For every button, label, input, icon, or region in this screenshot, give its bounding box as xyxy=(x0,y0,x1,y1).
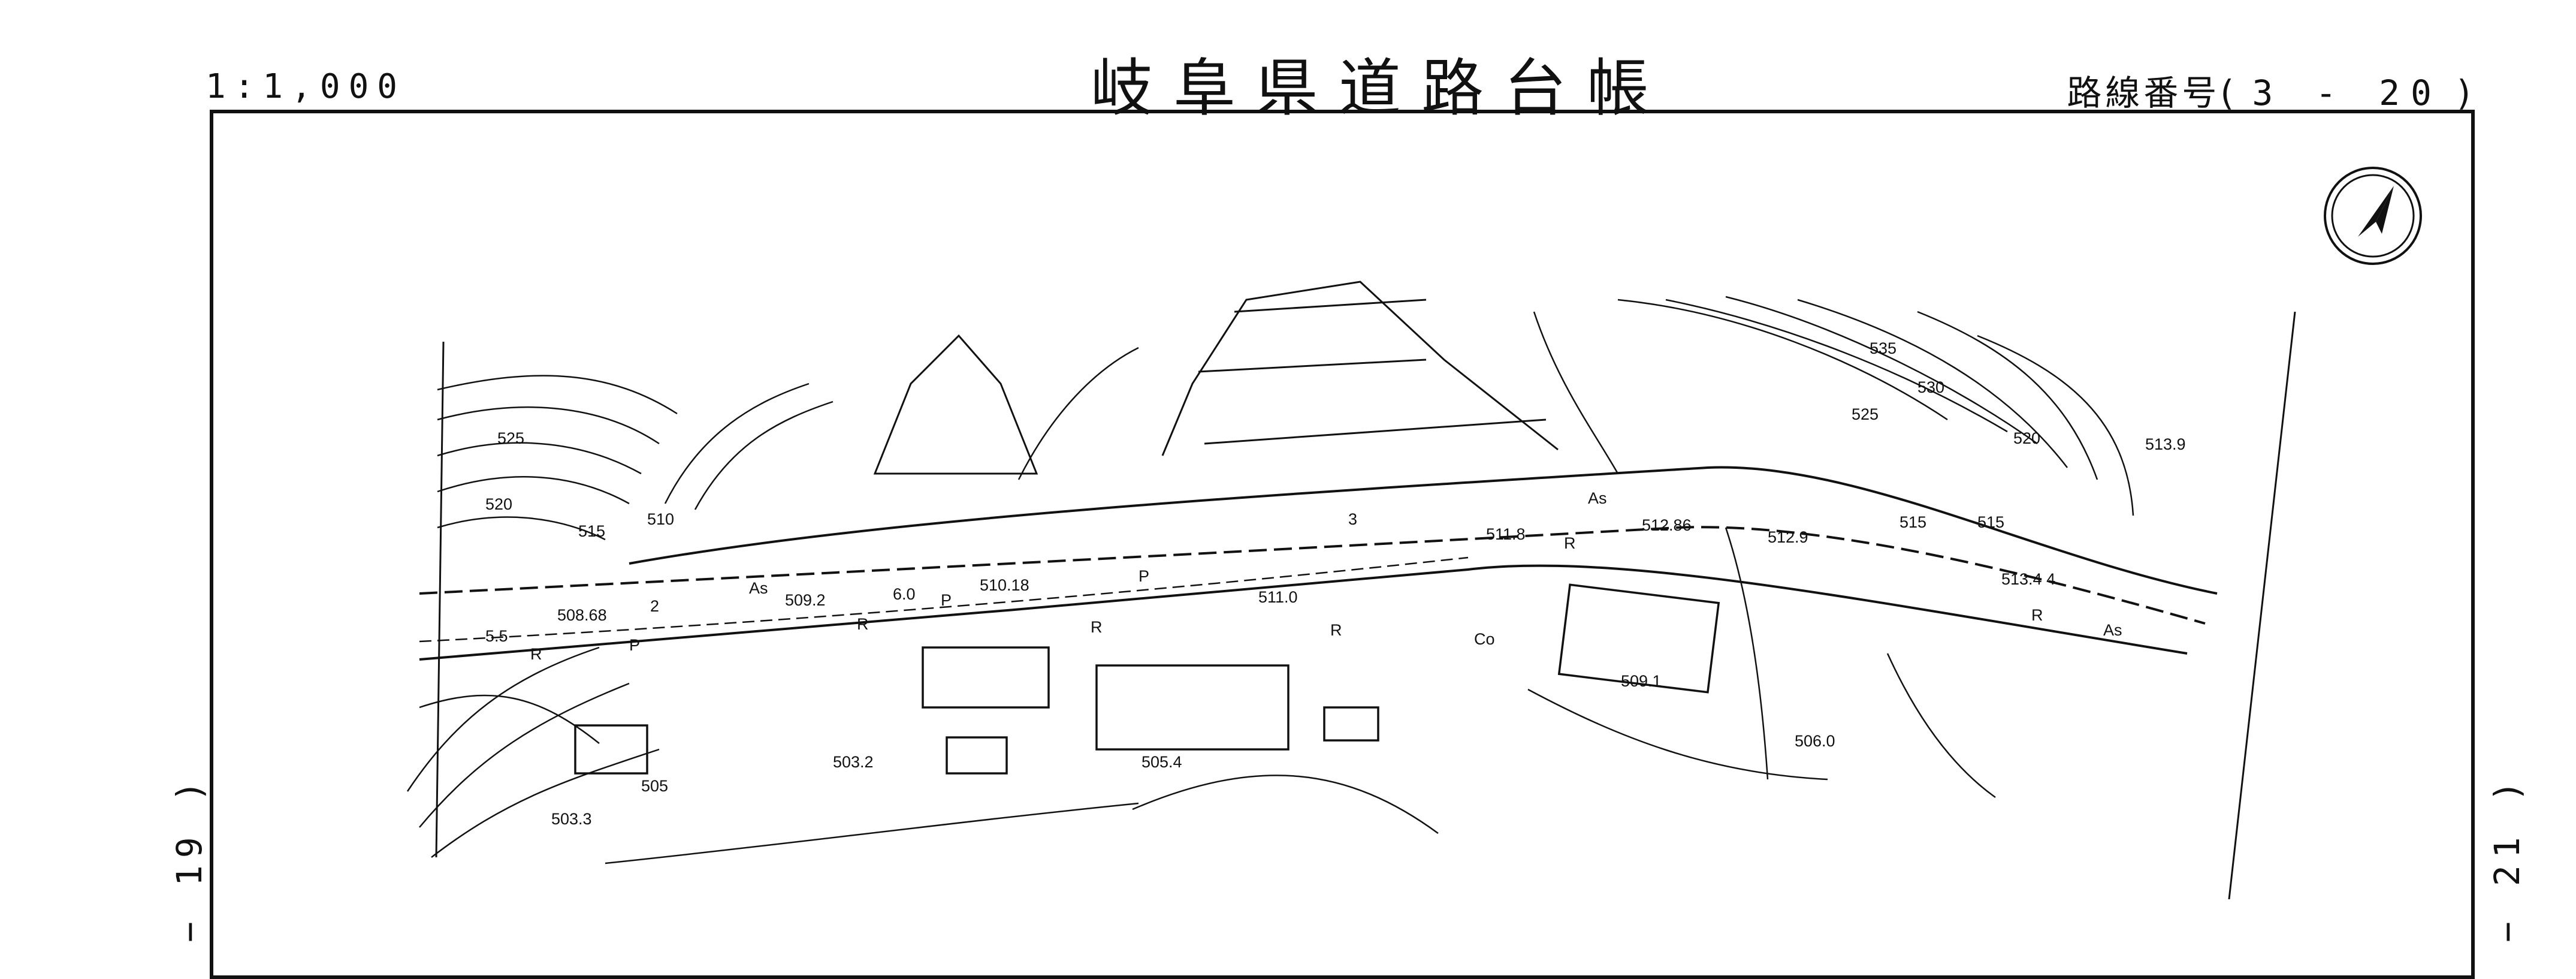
elevation-9: 509.1 xyxy=(1621,672,1662,690)
elevation-4: 511.8 xyxy=(1486,525,1526,543)
cut-slope-upper xyxy=(873,281,1559,475)
elevation-0: 508.68 xyxy=(557,606,607,624)
scale-label: 1:1,000 xyxy=(206,67,406,106)
road-plan-map: 525 520 515 510 515 535 530 525 520 515 508.68 509.… xyxy=(406,167,2422,900)
misc-label-4: R xyxy=(857,615,869,633)
lower-terrain xyxy=(419,527,1996,864)
contour-label-1: 520 xyxy=(485,495,512,513)
elevation-6: 512.9 xyxy=(1768,528,1808,546)
misc-label-3: R xyxy=(530,645,542,663)
misc-label-1: P xyxy=(629,636,640,654)
elevation-12: 503.2 xyxy=(833,753,874,771)
misc-label-5: R xyxy=(1091,618,1103,636)
contour-label-6: 530 xyxy=(1917,378,1944,396)
route-number: 路線番号( 3 - 20 ) xyxy=(2067,65,2474,115)
road-width-2: 6.0 xyxy=(893,585,916,603)
misc-label-0: P xyxy=(941,591,952,609)
contour-label-0: 525 xyxy=(497,429,524,447)
road-edges xyxy=(419,466,2218,661)
contour-label-4: 515 xyxy=(1899,513,1926,531)
contour-label-5: 535 xyxy=(1870,339,1896,357)
map-edge-left xyxy=(435,341,445,858)
misc-label-10: 505 xyxy=(641,777,668,795)
contour-label-3: 510 xyxy=(647,510,674,528)
elevation-8: 513.9 xyxy=(2145,435,2186,453)
road-width-1: 2 xyxy=(650,597,659,615)
misc-label-6: R xyxy=(1330,621,1342,639)
contour-label-9: 515 xyxy=(1977,513,2004,531)
route-number-value: 3 - 20 xyxy=(2252,73,2442,113)
north-arrow xyxy=(2324,167,2422,265)
map-edge-right xyxy=(2228,311,2296,900)
misc-label-7: R xyxy=(1564,534,1576,552)
contour-lines xyxy=(406,296,2134,858)
elevation-10: 506.0 xyxy=(1795,732,1835,750)
contour-label-7: 525 xyxy=(1852,405,1879,423)
surface-label-0: As xyxy=(749,579,768,597)
surface-label-2: As xyxy=(2103,621,2122,639)
elevation-7: 513.4 4 xyxy=(2001,570,2055,588)
route-label: 路線番号( xyxy=(2067,73,2237,113)
elevation-3: 511.0 xyxy=(1258,588,1298,606)
road-width-0: 5.5 xyxy=(485,627,508,645)
misc-label-8: R xyxy=(2031,606,2043,624)
elevation-1: 509.2 xyxy=(785,591,826,609)
buildings xyxy=(574,583,1720,775)
road-width-3: 3 xyxy=(1348,510,1357,528)
elevation-11: 505.4 xyxy=(1141,753,1182,771)
contour-label-2: 515 xyxy=(578,522,605,540)
elevation-13: 503.3 xyxy=(551,810,592,828)
elevation-2: 510.18 xyxy=(980,576,1029,594)
contour-label-8: 520 xyxy=(2013,429,2040,447)
elevation-5: 512.86 xyxy=(1642,516,1692,534)
route-close: ) xyxy=(2457,73,2474,113)
misc-label-2: P xyxy=(1138,567,1149,585)
surface-label-1: As xyxy=(1588,489,1607,507)
misc-label-9: Co xyxy=(1474,630,1495,648)
